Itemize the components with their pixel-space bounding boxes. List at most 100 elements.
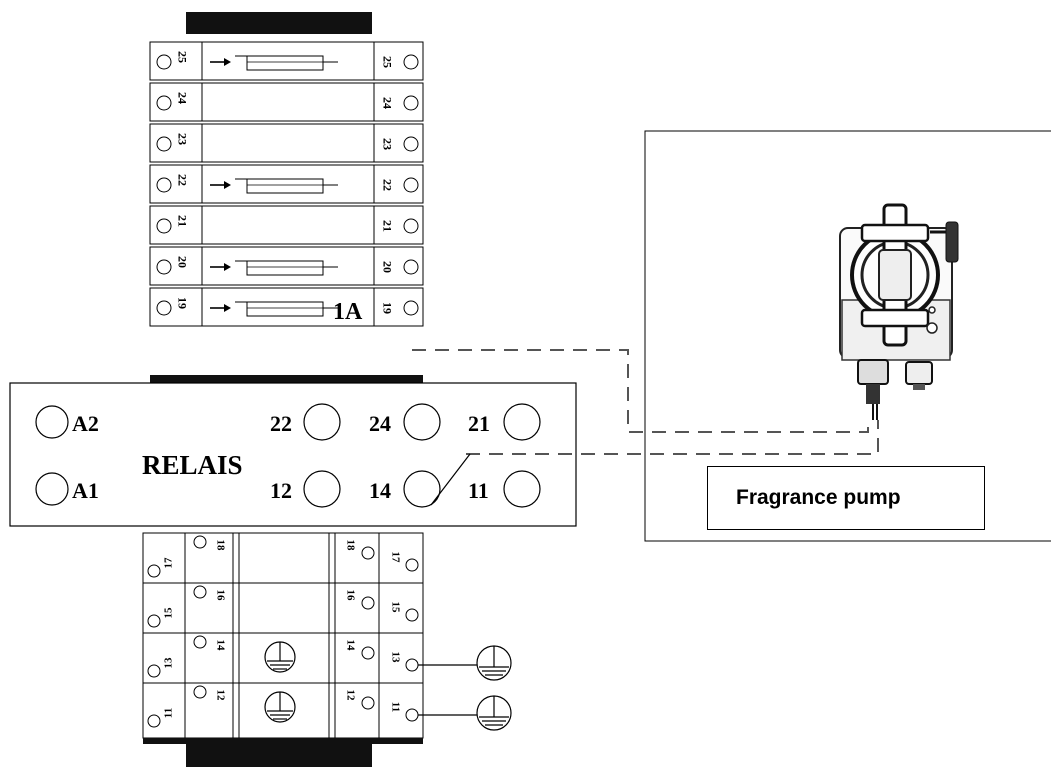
terminal-number-right: 25: [380, 56, 394, 68]
screw-terminal-inner-left: [193, 635, 207, 649]
terminal-frame: [142, 532, 424, 584]
bottom-mounting-foot: [186, 744, 372, 767]
screw-terminal-right: [403, 300, 419, 316]
fuse-body: [246, 301, 324, 317]
terminal-number-outer-left: 13: [163, 657, 175, 669]
relay-contact-14: [403, 470, 441, 508]
contact-label-24: 24: [369, 411, 391, 436]
fragrance-pump-label: Fragrance pump: [707, 466, 985, 530]
screw-terminal-inner-left: [193, 585, 207, 599]
terminal-frame: [142, 582, 424, 634]
terminal-number-outer-right: 13: [389, 652, 401, 664]
terminal-number-outer-left: 11: [163, 708, 175, 718]
screw-terminal-inner-right: [361, 546, 375, 560]
screw-terminal-left: [156, 300, 172, 316]
contact-label-14: 14: [369, 478, 391, 503]
terminal-number-left: 19: [175, 297, 189, 309]
contact-label-12: 12: [270, 478, 292, 503]
terminal-number-inner-left: 14: [214, 640, 226, 652]
screw-terminal-left: [156, 54, 172, 70]
screw-terminal-left: [156, 259, 172, 275]
bottom-mounting-bar: [143, 738, 423, 744]
screw-terminal-outer-left: [147, 564, 161, 578]
terminal-frame: [149, 205, 424, 245]
relay-label: RELAIS: [142, 450, 243, 480]
terminal-number-outer-right: 17: [389, 552, 401, 564]
terminal-number-inner-right: 14: [344, 640, 356, 652]
relay-contact-a2: [35, 405, 69, 439]
contact-label-21: 21: [468, 411, 490, 436]
terminal-number-inner-left: 16: [214, 590, 226, 602]
fuse-icon: [210, 178, 338, 194]
ground-icon: [264, 691, 296, 723]
upper-terminal-21: 21 21: [149, 205, 424, 245]
terminal-number-outer-left: 17: [163, 557, 175, 569]
relay-contact-21: [503, 403, 541, 441]
relay-contact-24: [403, 403, 441, 441]
screw-terminal-outer-right: [405, 658, 419, 672]
screw-terminal-left: [156, 177, 172, 193]
fuse-arrow-head: [224, 263, 231, 271]
terminal-number-right: 23: [380, 138, 394, 150]
screw-terminal-right: [403, 259, 419, 275]
relay-contact-11: [503, 470, 541, 508]
relay-body: [9, 382, 577, 527]
screw-terminal-right: [403, 177, 419, 193]
fuse-body: [246, 55, 324, 71]
screw-terminal-outer-right: [405, 558, 419, 572]
screw-terminal-inner-right: [361, 596, 375, 610]
screw-terminal-right: [403, 54, 419, 70]
terminal-number-right: 19: [380, 302, 394, 314]
fuse-icon: [210, 55, 338, 71]
screw-terminal-left: [156, 95, 172, 111]
dosing-pump-icon: [839, 203, 959, 420]
upper-block-base-bar: [150, 375, 423, 383]
terminal-number-left: 25: [175, 51, 189, 63]
fuse-arrow-head: [224, 181, 231, 189]
screw-terminal-inner-left: [193, 685, 207, 699]
screw-terminal-left: [156, 218, 172, 234]
terminal-number-inner-right: 18: [344, 540, 356, 552]
contact-label-a2: A2: [72, 411, 99, 436]
terminal-number-outer-left: 15: [163, 607, 175, 619]
screw-terminal-outer-left: [147, 664, 161, 678]
screw-terminal-right: [403, 218, 419, 234]
terminal-number-inner-right: 16: [344, 590, 356, 602]
terminal-number-right: 22: [380, 179, 394, 191]
terminal-number-left: 21: [175, 215, 189, 227]
terminal-number-left: 22: [175, 174, 189, 186]
contact-label-22: 22: [270, 411, 292, 436]
terminal-number-left: 20: [175, 256, 189, 268]
fuse-rating-label: 1A: [333, 299, 363, 325]
upper-terminal-22: 22 22: [149, 164, 424, 204]
fuse-icon: 1A: [210, 299, 363, 325]
terminal-frame: [149, 82, 424, 122]
screw-terminal-outer-right: [405, 708, 419, 722]
screw-terminal-left: [156, 136, 172, 152]
ground-icon: [264, 641, 296, 673]
terminal-number-right: 21: [380, 220, 394, 232]
wire-contact-14-lead: [430, 453, 471, 506]
wiring: [412, 349, 879, 455]
pump-panel-frame: [644, 130, 1051, 542]
terminal-number-right: 24: [380, 97, 394, 109]
upper-terminal-25: 25 25: [149, 41, 424, 81]
external-ground-icon: [476, 645, 512, 681]
relay-contact-22: [303, 403, 341, 441]
terminal-number-inner-left: 12: [214, 690, 226, 702]
relay-contact-12: [303, 470, 341, 508]
screw-terminal-right: [403, 95, 419, 111]
screw-terminal-inner-right: [361, 646, 375, 660]
screw-terminal-right: [403, 136, 419, 152]
screw-terminal-outer-right: [405, 608, 419, 622]
pump-panel: [644, 130, 1051, 542]
terminal-number-right: 20: [380, 261, 394, 273]
upper-terminal-19: 19 19 1A: [149, 287, 424, 327]
lower-terminal-13: 13 14 14 13: [142, 632, 512, 684]
